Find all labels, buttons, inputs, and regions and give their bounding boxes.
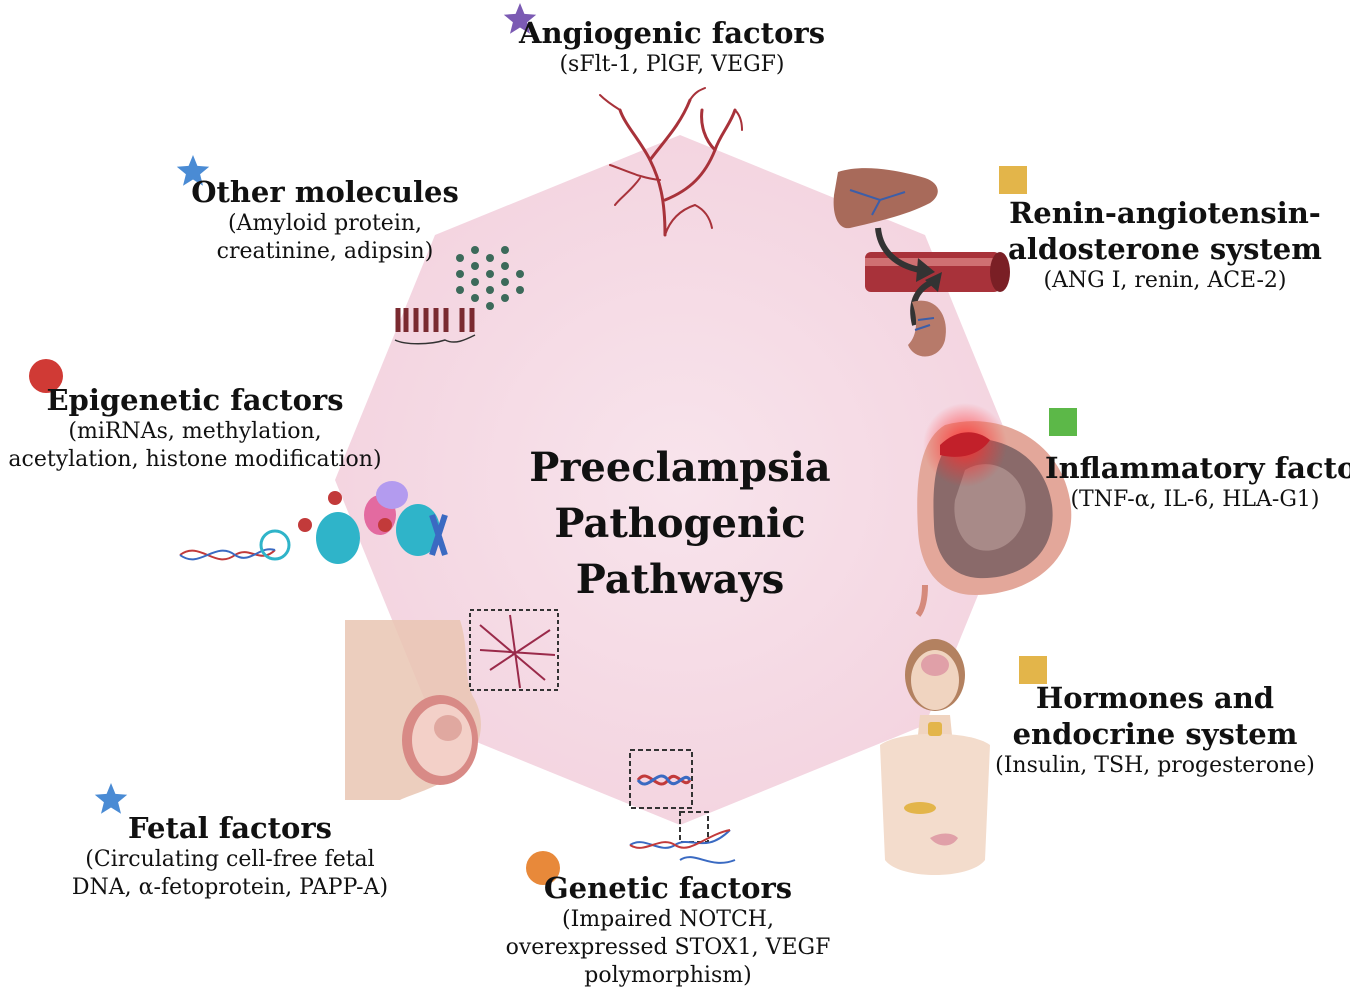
epigenetic-factors-block: Epigenetic factors (miRNAs, methylation,… [0, 382, 390, 474]
fetal-factors-block: Fetal factors (Circulating cell-free fet… [30, 810, 430, 902]
factor-detail: (TNF-α, IL-6, HLA-G1) [1070, 487, 1320, 512]
dna-strands-icon [629, 749, 736, 864]
factor-title: Inflammatory factors [1045, 451, 1350, 485]
factor-detail: polymorphism) [584, 963, 752, 988]
genetic-factors-block: Genetic factors (Impaired NOTCH, overexp… [478, 870, 858, 990]
factor-title: Epigenetic factors [46, 383, 344, 417]
blood-vessel-tree-icon [599, 87, 743, 237]
protein-lattice-icon [394, 246, 524, 345]
factor-detail: (Circulating cell-free fetal [85, 847, 375, 872]
factor-detail: (ANG I, renin, ACE-2) [1043, 268, 1287, 293]
factor-title: Genetic factors [543, 871, 793, 905]
factor-title: Hormones and [1035, 681, 1275, 715]
genetic-circle-marker [526, 851, 560, 885]
factor-detail: overexpressed STOX1, VEGF [505, 935, 831, 960]
factor-title: Other molecules [191, 175, 459, 209]
factor-detail: acetylation, histone modification) [8, 447, 382, 472]
center-title-line: Pathways [575, 556, 785, 603]
raas-block: Renin-angiotensin- aldosterone system (A… [980, 195, 1350, 295]
angiogenic-factors-block: Angiogenic factors (sFlt-1, PlGF, VEGF) [472, 15, 872, 79]
inflammatory-factors-block: Inflammatory factors (TNF-α, IL-6, HLA-G… [1045, 450, 1350, 514]
factor-title: Renin-angiotensin- [1009, 196, 1321, 230]
hormones-square-marker [1019, 656, 1047, 684]
raas-square-marker [999, 166, 1027, 194]
epigenetic-circle-marker [29, 359, 63, 393]
other-star-marker [176, 155, 210, 186]
factor-detail: (Insulin, TSH, progesterone) [995, 753, 1315, 778]
factor-title: Angiogenic factors [518, 16, 826, 50]
endocrine-body-icon [880, 639, 990, 875]
inflamed-uterus-icon [915, 403, 1072, 617]
factor-detail: (Amyloid protein, [227, 211, 423, 236]
liver-vessel-kidney-icon [833, 168, 1010, 357]
fetal-star-marker [94, 783, 128, 814]
other-molecules-block: Other molecules (Amyloid protein, creati… [175, 174, 475, 266]
chromatin-histone-icon [179, 481, 448, 564]
pregnant-fetus-icon [345, 609, 559, 800]
factor-detail: creatinine, adipsin) [216, 239, 434, 264]
factor-detail: DNA, α-fetoprotein, PAPP-A) [71, 875, 389, 900]
factor-title: endocrine system [1012, 717, 1298, 751]
inflammatory-square-marker [1049, 408, 1077, 436]
factor-detail: (Impaired NOTCH, [562, 907, 774, 932]
center-title-line: Pathogenic [554, 500, 806, 547]
angiogenic-star-marker [503, 3, 537, 34]
center-title-line: Preeclampsia [529, 444, 831, 491]
factor-detail: (miRNAs, methylation, [68, 419, 322, 444]
factor-title: aldosterone system [1008, 232, 1322, 266]
hormones-block: Hormones and endocrine system (Insulin, … [985, 680, 1325, 780]
center-title: Preeclampsia Pathogenic Pathways [480, 440, 880, 608]
factor-detail: (sFlt-1, PlGF, VEGF) [559, 52, 785, 77]
factor-title: Fetal factors [127, 811, 333, 845]
